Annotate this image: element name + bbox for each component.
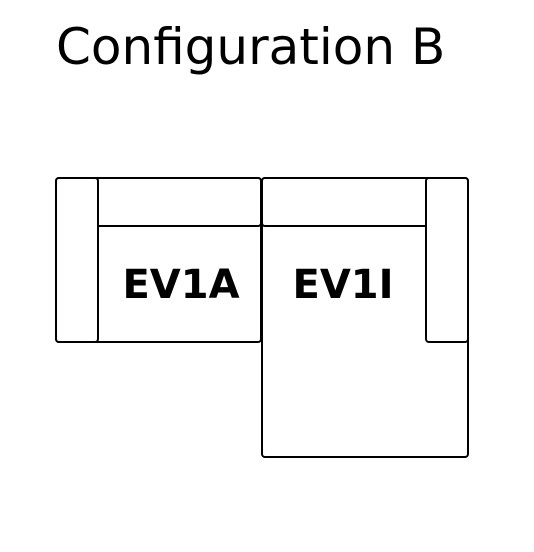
- ev1i-label: EV1I: [293, 262, 394, 308]
- ev1a-backrest: [83, 177, 262, 227]
- module-ev1a: EV1A: [55, 177, 262, 343]
- ev1i-armrest: [425, 177, 469, 343]
- ev1i-backrest: [261, 177, 441, 227]
- configuration-title: Configuration B: [56, 18, 446, 76]
- ev1a-label: EV1A: [122, 262, 239, 308]
- module-ev1i: EV1I: [261, 177, 469, 458]
- ev1a-armrest: [55, 177, 99, 343]
